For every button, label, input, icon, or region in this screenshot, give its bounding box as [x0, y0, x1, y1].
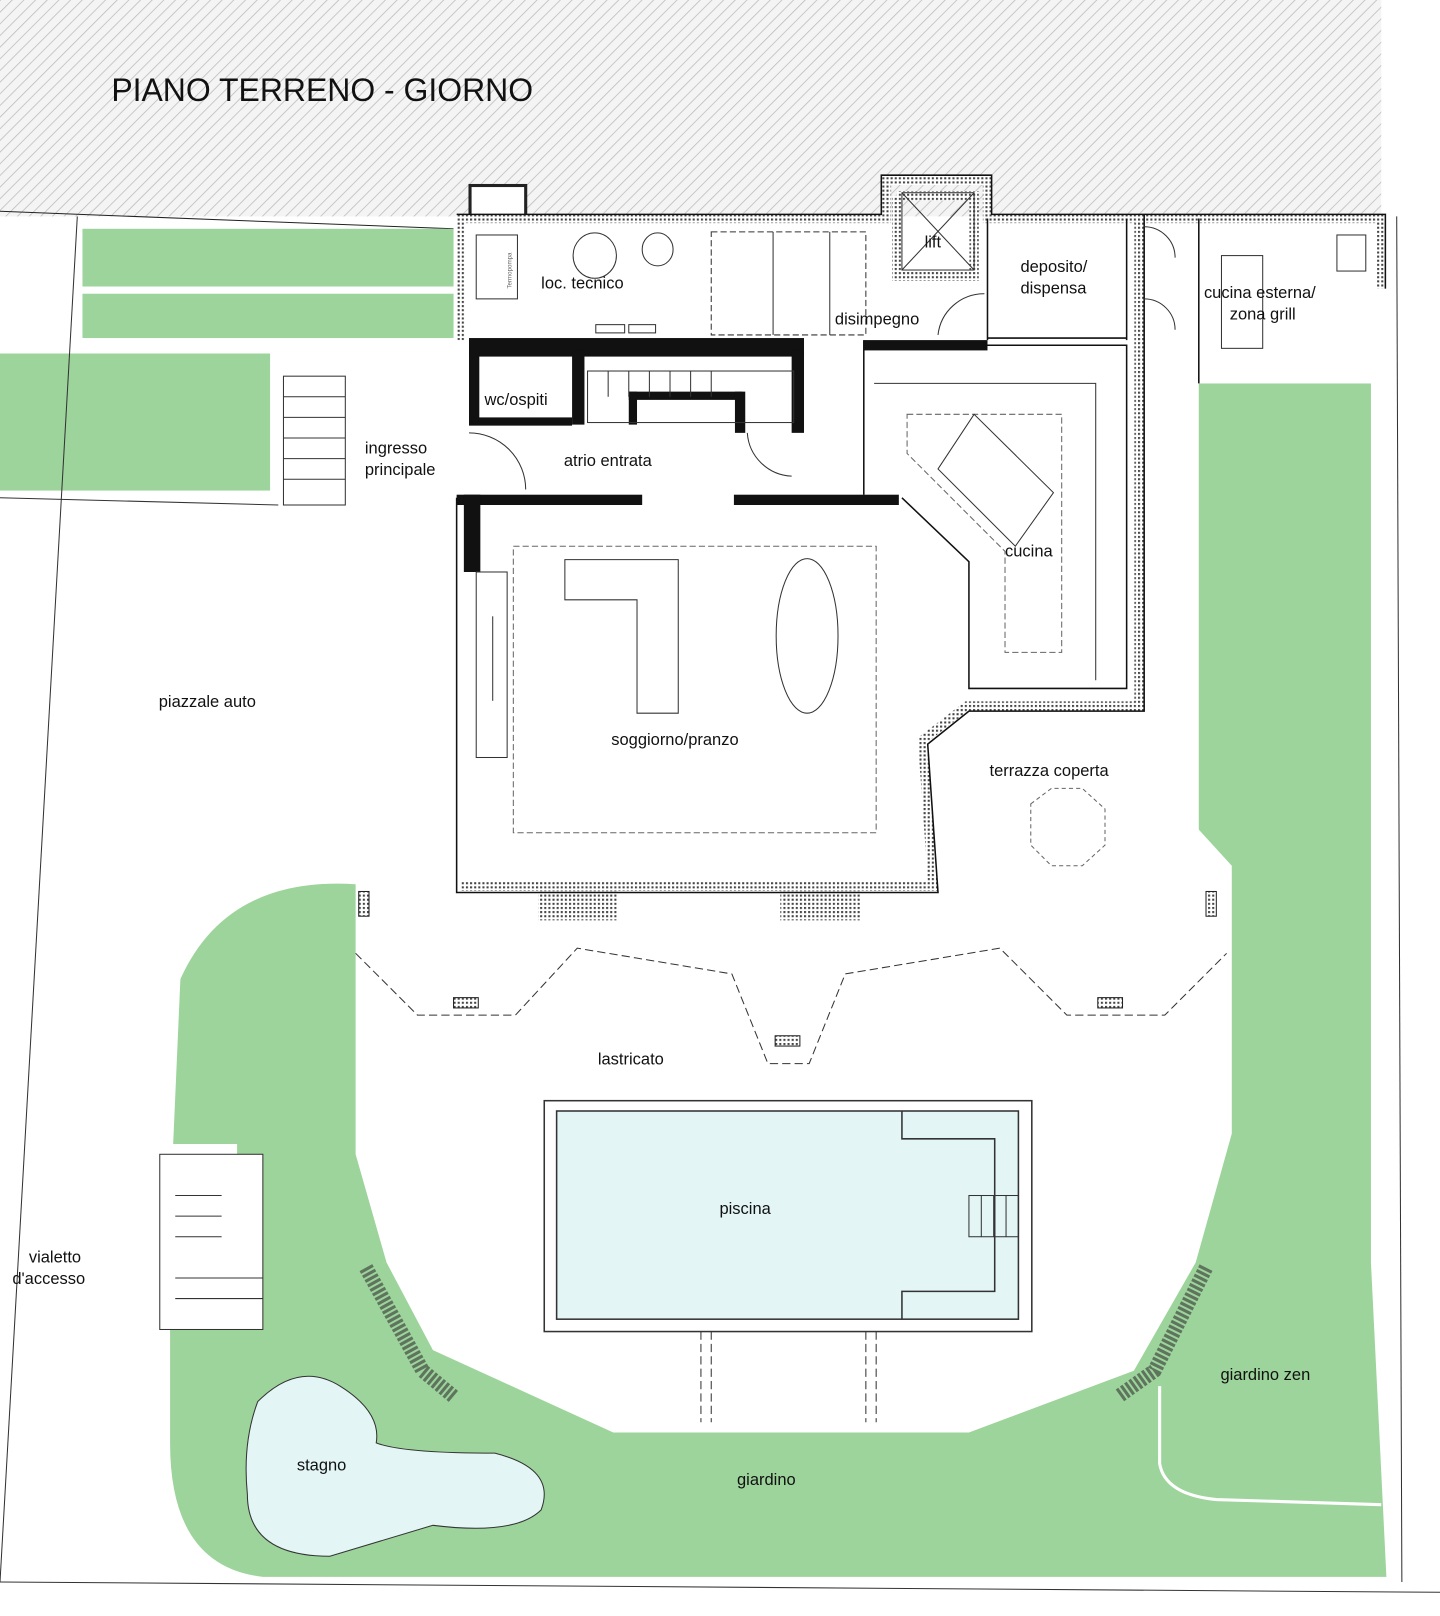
label-giardino-zen: giardino zen [1220, 1366, 1310, 1384]
label-cucina: cucina [1005, 543, 1053, 561]
label-lift: lift [925, 233, 942, 251]
label-wc: wc/ospiti [483, 391, 547, 409]
label-disimpegno: disimpegno [835, 311, 919, 329]
label-accesso: d'accesso [12, 1270, 85, 1288]
hatched-area [0, 0, 1382, 217]
label-ingresso: ingresso [365, 439, 427, 457]
page-title: PIANO TERRENO - GIORNO [111, 72, 533, 108]
label-termopompa: Termopompa [506, 252, 513, 289]
label-loc-tecnico: loc. tecnico [541, 275, 623, 293]
label-stagno: stagno [297, 1457, 347, 1475]
label-vialetto: vialetto [29, 1249, 81, 1267]
label-cucina-esterna: cucina esterna/ [1204, 284, 1316, 302]
label-terrazza: terrazza coperta [990, 762, 1110, 780]
pond [245, 1375, 545, 1557]
label-dispensa: dispensa [1020, 280, 1087, 298]
label-piazzale: piazzale auto [159, 693, 256, 711]
pool [555, 1110, 1020, 1320]
label-lastricato: lastricato [598, 1051, 664, 1069]
giardino-zen-border [1158, 1386, 1382, 1507]
label-soggiorno: soggiorno/pranzo [611, 731, 738, 749]
label-giardino: giardino [737, 1471, 796, 1489]
entrance-steps [159, 375, 346, 1331]
label-atrio: atrio entrata [564, 452, 653, 470]
label-deposito: deposito/ [1020, 258, 1087, 276]
label-zona-grill: zona grill [1230, 305, 1296, 323]
label-principale: principale [365, 461, 436, 479]
label-piscina: piscina [719, 1200, 771, 1218]
building [455, 174, 1387, 894]
terrace-outline [355, 947, 1227, 1065]
